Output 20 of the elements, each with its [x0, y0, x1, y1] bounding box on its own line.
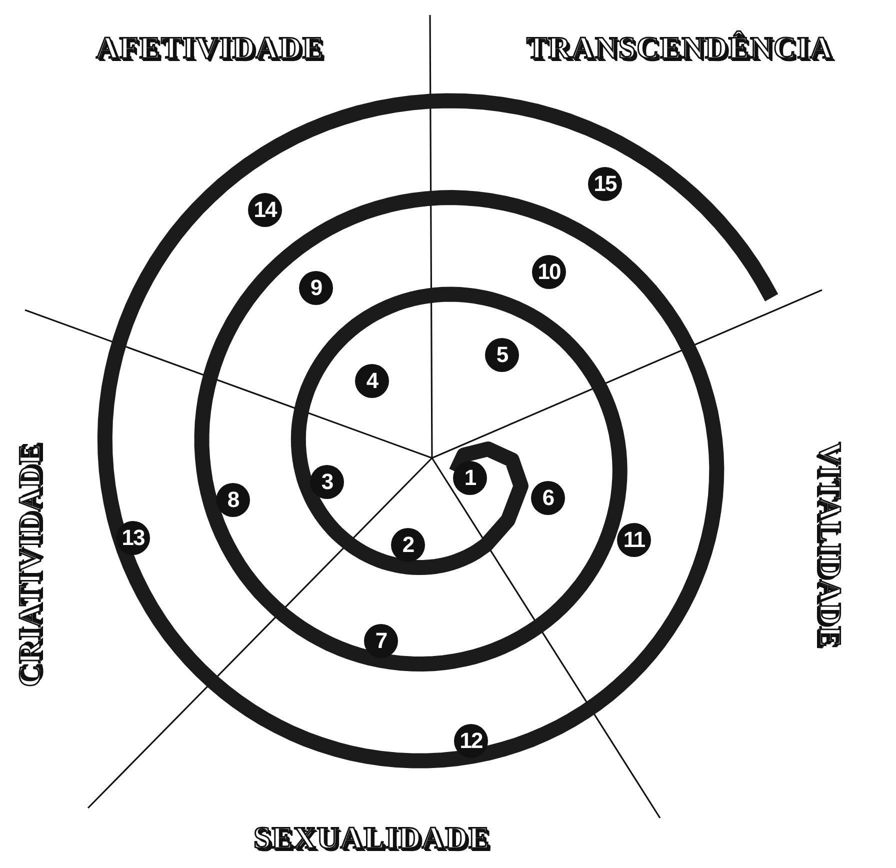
callout-number: 2 [391, 528, 425, 562]
callout-number: 7 [364, 624, 398, 658]
sector-label: VITALIDADE [812, 442, 848, 648]
sector-label: TRANSCENDÊNCIA [526, 30, 834, 66]
callout-number: 10 [532, 255, 566, 289]
callout-number: 9 [299, 271, 333, 305]
callout-number: 3 [310, 465, 344, 499]
callout-number: 8 [216, 483, 250, 517]
callout-number: 12 [454, 724, 488, 758]
callout-number: 14 [248, 193, 282, 227]
sector-label: CRIATIVIDADE [12, 443, 48, 687]
sector-label: SEXUALIDADE [254, 820, 490, 856]
callout-number: 6 [531, 481, 565, 515]
callout-number: 4 [355, 364, 389, 398]
callout-number: 11 [617, 523, 651, 557]
sector-label: AFETIVIDADE [96, 30, 324, 66]
callout-number: 13 [116, 521, 150, 555]
callout-number: 15 [588, 167, 622, 201]
callout-number: 1 [453, 461, 487, 495]
callout-number: 5 [485, 338, 519, 372]
